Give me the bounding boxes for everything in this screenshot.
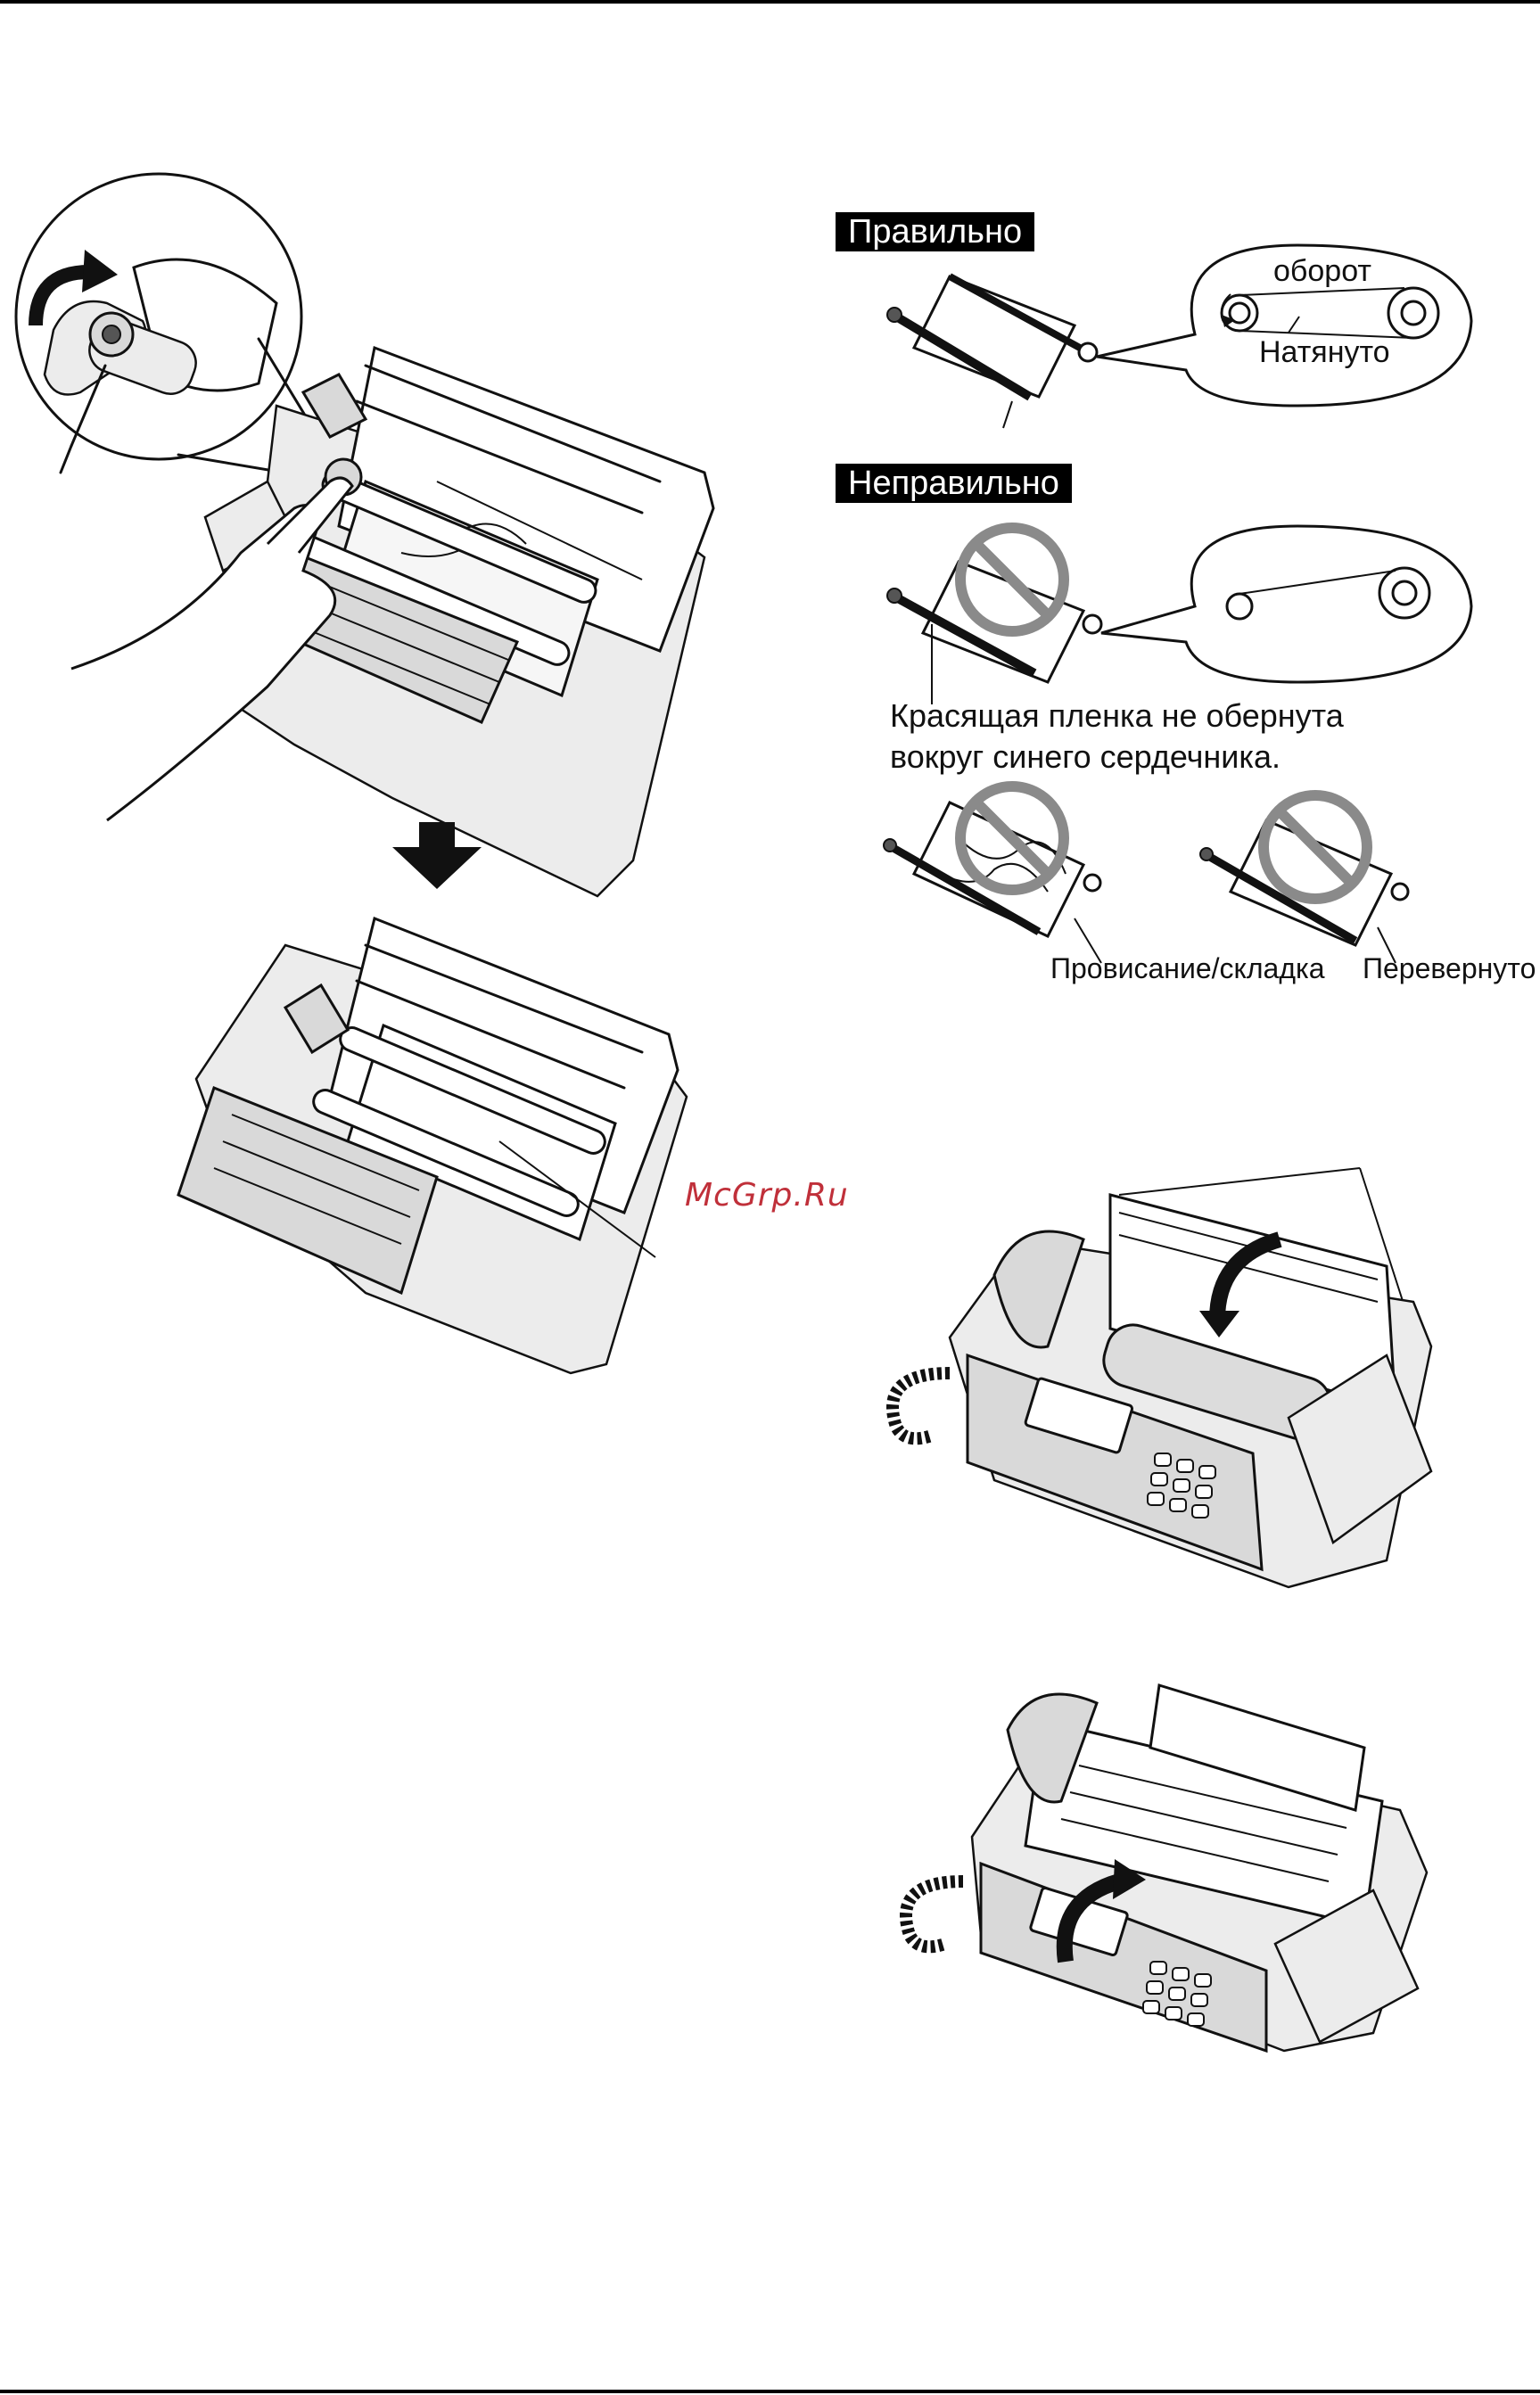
ribbon-installed-illustration xyxy=(178,901,731,1373)
fax-close-cover-illustration xyxy=(887,1159,1476,1587)
incorrect-film-diagram xyxy=(878,517,1485,695)
watermark: McGrp.Ru xyxy=(685,1177,849,1214)
not-wrapped-note-line2: вокруг синего сердечника. xyxy=(890,737,1281,778)
not-wrapped-note-line1: Красящая пленка не обернута xyxy=(890,695,1344,737)
ribbon-tighten-illustration xyxy=(0,187,731,811)
reversed-film-diagram xyxy=(1195,785,1427,963)
reversed-label: Перевернуто xyxy=(1363,952,1536,985)
incorrect-badge: Неправильно xyxy=(836,464,1072,503)
top-rule xyxy=(0,0,1540,4)
taut-label: Натянуто xyxy=(1259,335,1390,370)
correct-film-diagram xyxy=(878,227,1485,432)
slack-label: Провисание/складка xyxy=(1050,952,1325,985)
bottom-rule xyxy=(0,2390,1540,2393)
fax-close-front-illustration xyxy=(892,1676,1445,2060)
slack-film-diagram xyxy=(878,785,1128,963)
rotation-label: оборот xyxy=(1273,254,1371,289)
down-arrow-icon xyxy=(392,822,482,893)
